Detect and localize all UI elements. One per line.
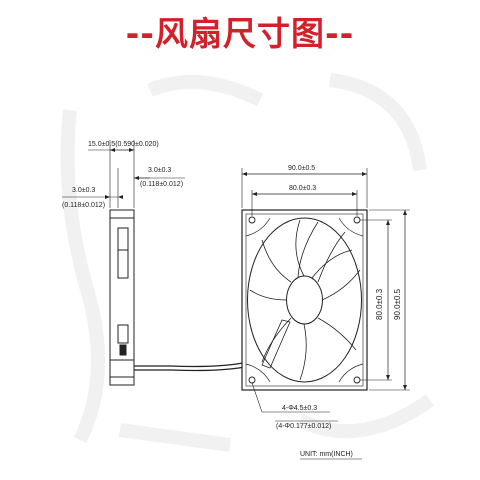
side-view-frame: [109, 209, 135, 386]
side-view: [62, 140, 251, 386]
fan-opening: [247, 217, 362, 383]
front-view: [241, 168, 410, 422]
fan-blades: [249, 219, 361, 381]
dim-hole-spacing-h: 80.0±0.3: [289, 185, 316, 192]
page-title: --风扇尺寸图--: [125, 14, 355, 53]
wire-channel: [261, 319, 291, 369]
dim-frame-flange: 3.0±0.3: [148, 167, 171, 174]
dim-hole-spacing-v: 80.0±0.3: [375, 288, 384, 320]
unit-note: UNIT: mm(INCH): [300, 451, 353, 458]
dim-left-flange: 3.0±0.3: [72, 187, 95, 194]
mount-hole: [248, 216, 256, 224]
dim-overall-width: 90.0±0.5: [288, 165, 315, 172]
side-view-hub: [117, 227, 129, 279]
dim-overall-height: 90.0±0.5: [393, 288, 402, 320]
dim-mount-holes-inch: (4-Φ0.177±0.012): [276, 423, 331, 430]
dim-overall-depth: 15.0±0.5(0.590±0.020): [88, 141, 159, 148]
dim-left-flange-inch: (0.118±0.012): [62, 202, 105, 209]
side-view-wire: [134, 361, 249, 368]
side-view-label-plate: [117, 324, 129, 344]
watermark: [60, 73, 435, 452]
dim-mount-holes: 4-Φ4.5±0.3: [282, 405, 317, 412]
dim-frame-flange-inch: (0.118±0.012): [140, 181, 183, 188]
